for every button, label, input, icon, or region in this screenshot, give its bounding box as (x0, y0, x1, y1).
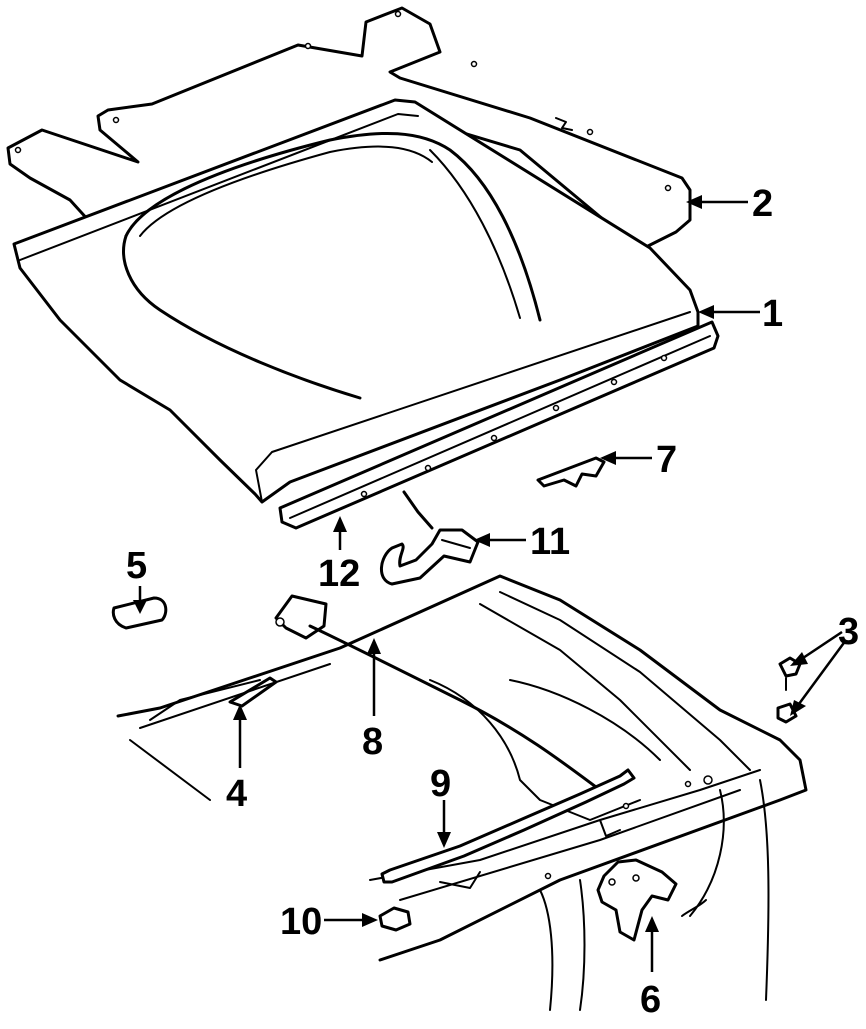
callout-8: 8 (362, 721, 383, 763)
part-10-clip (378, 906, 412, 932)
part-6-latch (596, 858, 707, 942)
callout-labels: 1 2 3 4 5 6 7 8 9 10 11 12 (126, 183, 859, 1021)
callout-5: 5 (126, 545, 147, 587)
callout-7: 7 (656, 439, 677, 481)
leader-lines (133, 195, 848, 972)
part-8-release-cable (274, 594, 602, 792)
part-1-hood-panel (12, 98, 700, 504)
part-9-prop-rod (380, 768, 636, 884)
part-12-weatherstrip (278, 320, 720, 530)
callout-1: 1 (762, 293, 783, 335)
callout-11: 11 (530, 521, 570, 563)
part-7-bracket (536, 456, 606, 488)
callout-3: 3 (838, 611, 859, 653)
callout-6: 6 (640, 979, 661, 1021)
callout-10: 10 (280, 901, 322, 943)
callout-12: 12 (318, 553, 360, 595)
callout-2: 2 (752, 183, 773, 225)
vehicle-body-structure (116, 574, 808, 1011)
part-11-hinge (380, 490, 480, 586)
part-3-fasteners (776, 656, 802, 724)
callout-9: 9 (430, 763, 451, 805)
callout-4: 4 (226, 773, 247, 815)
